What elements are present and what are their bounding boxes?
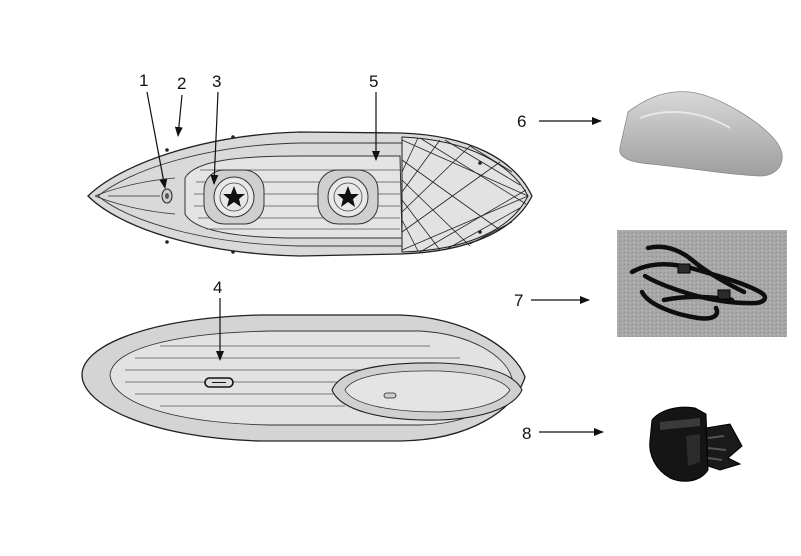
leader-lines xyxy=(146,91,604,436)
d-rings xyxy=(165,135,482,254)
bungee-net xyxy=(401,137,529,253)
kayak-top-view xyxy=(87,131,533,257)
callout-4: 4 xyxy=(213,278,222,297)
callout-3: 3 xyxy=(212,72,221,91)
callout-2: 2 xyxy=(177,74,186,93)
callout-8: 8 xyxy=(522,424,531,443)
leader-1 xyxy=(146,91,168,189)
stern-drain-plug xyxy=(383,392,397,399)
part-strap-image xyxy=(617,230,787,337)
callout-labels: 1 2 3 4 5 6 7 8 xyxy=(139,71,531,443)
star-icon xyxy=(337,186,359,207)
part-buckle-image xyxy=(649,406,743,482)
leader-3 xyxy=(210,91,219,185)
bow-fold-lines xyxy=(94,177,176,215)
seat-rear xyxy=(317,169,379,225)
callout-6: 6 xyxy=(517,112,526,131)
stern-inner xyxy=(344,370,511,413)
callout-7: 7 xyxy=(514,291,523,310)
kayak-bottom-view xyxy=(81,314,526,442)
fin-slot xyxy=(204,377,234,388)
inflation-valve xyxy=(161,188,173,204)
rear-net-area xyxy=(401,136,529,253)
callout-1: 1 xyxy=(139,71,148,90)
star-icon xyxy=(223,186,245,207)
seat-front xyxy=(203,169,265,225)
leader-2 xyxy=(174,94,183,137)
part-fin-image xyxy=(619,91,783,177)
callout-5: 5 xyxy=(369,72,378,91)
